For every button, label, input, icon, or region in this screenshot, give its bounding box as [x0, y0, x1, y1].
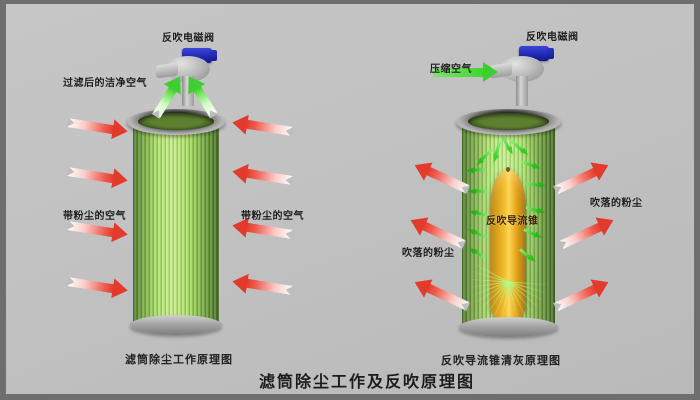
dusty-air-arrow-r4: [230, 271, 291, 291]
blown-dust-arrow-l1: [410, 156, 467, 189]
caption-panel-pulse-cleaning: 反吹导流锥清灰原理图: [441, 354, 561, 367]
dusty-air-arrow-r3: [230, 215, 291, 235]
dusty-air-arrow-l4: [68, 281, 130, 301]
blow-tube: [182, 76, 194, 106]
label-dusty-air-left: 带粉尘的空气: [63, 211, 126, 222]
back-blow-guide-cone: [490, 167, 526, 320]
label-clean-air: 过滤后的洁净空气: [63, 78, 147, 89]
label-guide-cone: 反吹导流锥: [486, 216, 539, 227]
cartridge-bottom-rim: [459, 317, 558, 337]
blown-dust-arrow-r3: [556, 273, 613, 306]
diagram-canvas: 反吹电磁阀 过滤后的洁净空气 带粉尘的空气 带粉尘的空气 滤筒除尘工作原理图: [6, 4, 694, 394]
dusty-air-arrow-l2: [68, 171, 130, 191]
label-compressed-air: 压缩空气: [430, 64, 472, 75]
blown-dust-arrow-l3: [410, 273, 467, 306]
blown-dust-arrow-r1: [556, 156, 613, 189]
blown-dust-arrow-l2: [406, 211, 463, 244]
pulse-arrow-8: [467, 187, 489, 195]
cartridge-top-rim: [456, 109, 561, 135]
label-blown-dust-right: 吹落的粉尘: [590, 198, 643, 209]
cartridge-opening: [137, 113, 215, 131]
dusty-air-arrow-l1: [68, 122, 130, 142]
blown-dust-arrow-r2: [561, 211, 618, 244]
dusty-air-arrow-r1: [230, 112, 291, 132]
label-solenoid-valve-right: 反吹电磁阀: [526, 32, 579, 43]
pulse-valve-left: [156, 42, 220, 108]
filter-cartridge-left: [127, 109, 225, 335]
pulse-valve-right: [490, 42, 556, 108]
pulse-arrow-6: [465, 166, 487, 174]
label-blown-dust-left: 吹落的粉尘: [402, 248, 455, 259]
cartridge-bottom-rim: [130, 315, 222, 335]
dusty-air-arrow-r2: [230, 161, 291, 181]
label-solenoid-valve-left: 反吹电磁阀: [162, 33, 215, 44]
diagram-title: 滤筒除尘工作及反吹原理图: [259, 372, 476, 391]
blow-tube: [516, 76, 528, 106]
filter-media: [133, 122, 219, 325]
dusty-air-arrow-l3: [68, 225, 130, 245]
caption-panel-filtration: 滤筒除尘工作原理图: [125, 353, 233, 366]
cartridge-opening: [467, 113, 550, 131]
label-dusty-air-right: 带粉尘的空气: [241, 211, 304, 222]
